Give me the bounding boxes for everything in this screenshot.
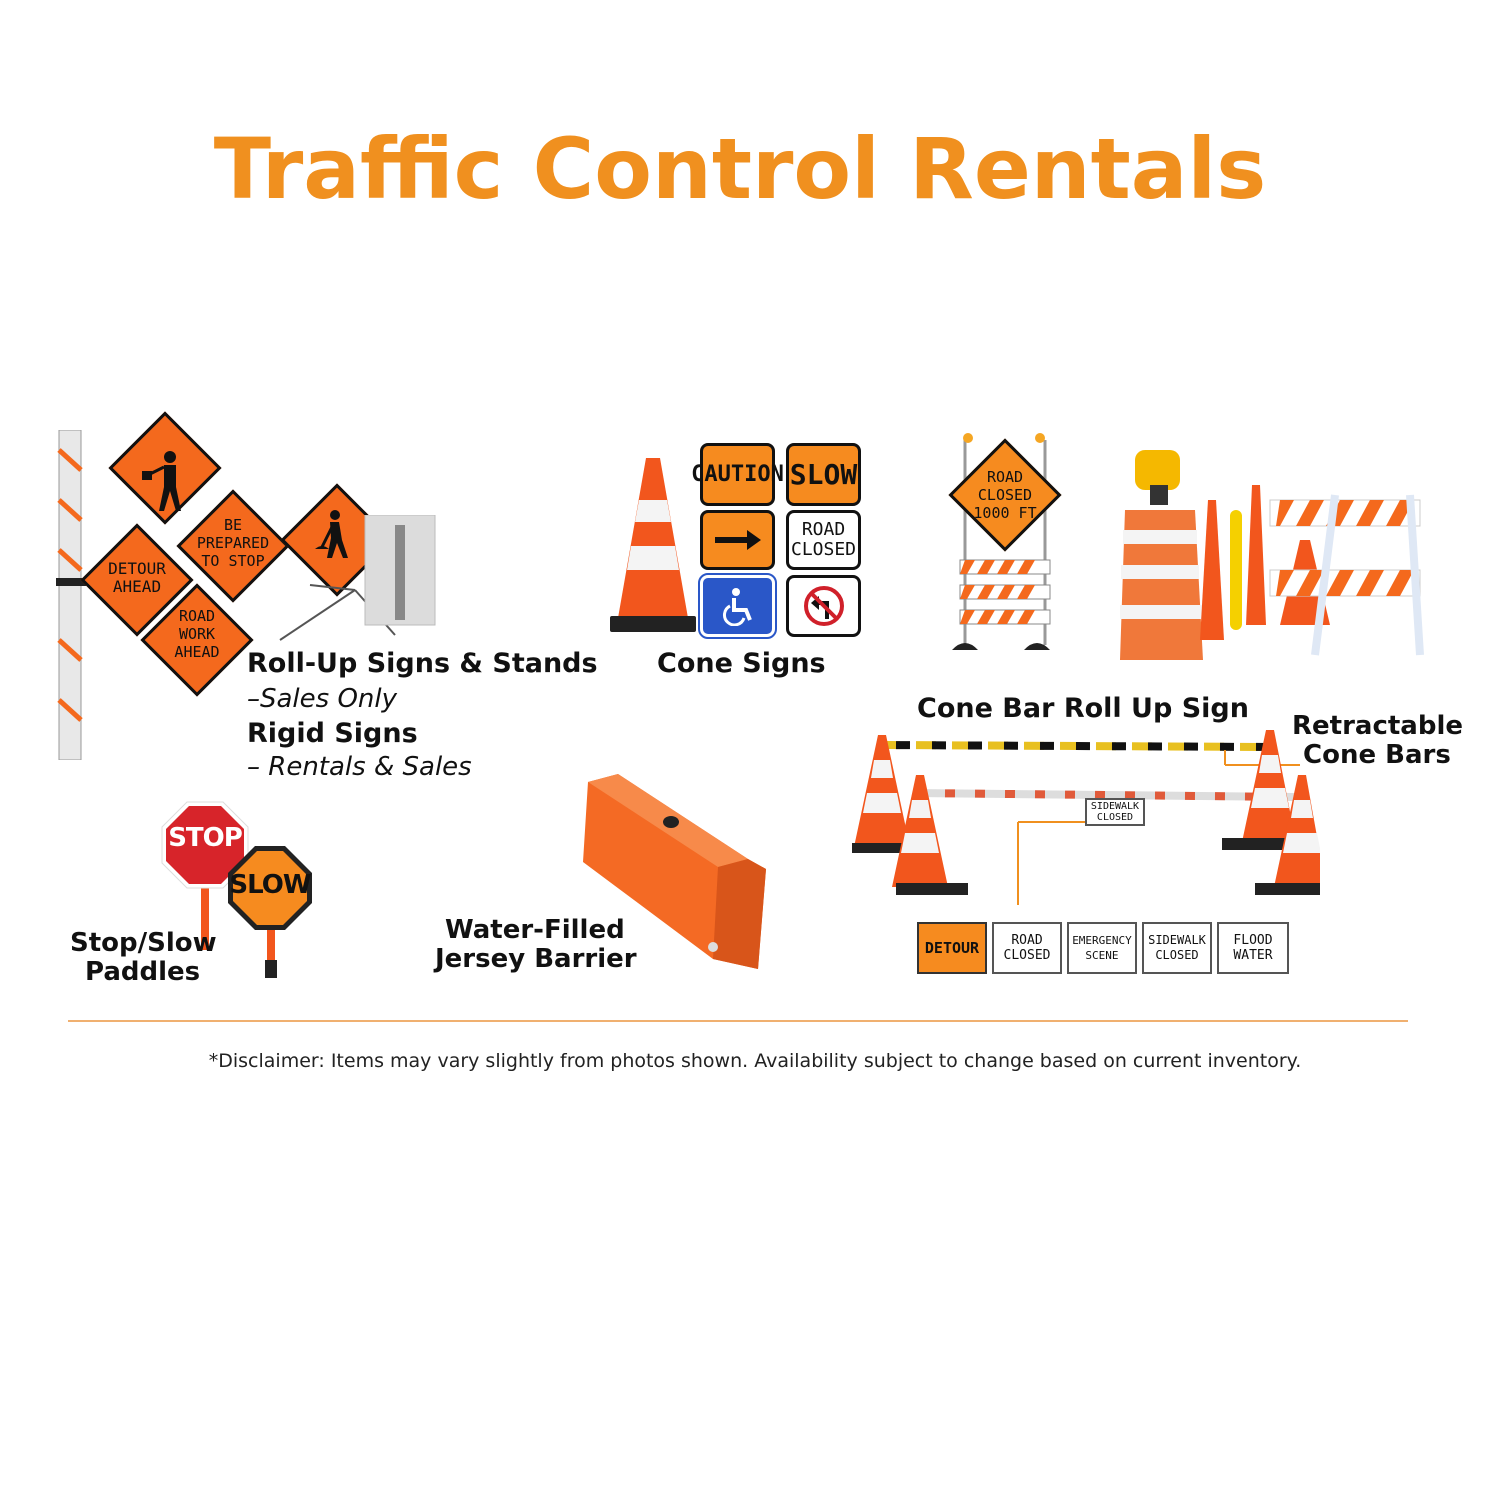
no-left-turn-cone-sign	[786, 575, 861, 637]
cone-signs-label: Cone Signs	[657, 648, 826, 679]
arrow-cone-sign	[700, 510, 775, 570]
rolled-sign-image	[56, 429, 86, 761]
road-closed-bar-sign: ROAD CLOSED	[992, 922, 1062, 974]
wheelchair-icon	[722, 588, 752, 626]
jersey-barrier-image	[578, 772, 778, 977]
sales-only-label: –Sales Only	[247, 684, 398, 714]
no-left-turn-icon	[803, 586, 844, 626]
rentals-sales-label: – Rentals & Sales	[247, 752, 472, 782]
retractable-label-1: Retractable	[1292, 711, 1463, 741]
paddles-label-1: Stop/Slow	[70, 928, 217, 958]
page-title: Traffic Control Rentals	[213, 120, 1267, 218]
drum-barricade-image	[1120, 440, 1430, 660]
disclaimer: *Disclaimer: Items may vary slightly fro…	[208, 1050, 1302, 1072]
caution-cone-sign: CAUTION	[691, 443, 784, 506]
barrier-label-1: Water-Filled	[445, 915, 625, 945]
slow-cone-sign: SLOW	[786, 443, 861, 506]
paddles-label-2: Paddles	[85, 957, 201, 987]
retractable-label-2: Cone Bars	[1303, 740, 1451, 770]
flood-water-bar-sign: FLOOD WATER	[1217, 922, 1289, 974]
barricade-image	[940, 430, 1070, 660]
barrier-label-2: Jersey Barrier	[435, 944, 637, 974]
rollup-signs-label: Roll-Up Signs & Stands	[247, 648, 598, 679]
right-arrow-icon	[714, 530, 761, 550]
detour-ahead-text: DETOUR AHEAD	[108, 559, 166, 596]
sidewalk-closed-sign: SIDEWALK CLOSED	[1142, 922, 1212, 974]
road-closed-1000ft-text: ROAD CLOSED 1000 FT	[973, 468, 1037, 522]
emergency-scene-bar-sign: EMERGENCY SCENE	[1067, 922, 1137, 974]
slow-paddle-text: SLOW	[229, 870, 311, 900]
rigid-signs-label: Rigid Signs	[247, 718, 418, 749]
divider	[68, 1020, 1408, 1022]
cone-bar-image	[850, 725, 1326, 905]
cone-bar-label: Cone Bar Roll Up Sign	[917, 693, 1249, 724]
road-work-text: ROAD WORK AHEAD	[174, 607, 220, 661]
accessible-cone-sign	[698, 573, 777, 639]
traffic-cone-image	[608, 458, 698, 633]
road-closed-cone-sign: ROAD CLOSED	[786, 510, 861, 570]
flagger-icon	[140, 445, 200, 515]
stop-paddle-text: STOP	[168, 823, 243, 853]
sign-stand-image	[270, 514, 440, 645]
stop-slow-paddles-image	[160, 800, 320, 980]
worker-icon	[310, 505, 360, 565]
detour-bar-sign: DETOUR	[917, 922, 987, 974]
sidewalk-closed-bar-sign: SIDEWALK CLOSED	[1085, 798, 1145, 826]
be-prepared-text: BE PREPARED TO STOP	[196, 516, 270, 570]
